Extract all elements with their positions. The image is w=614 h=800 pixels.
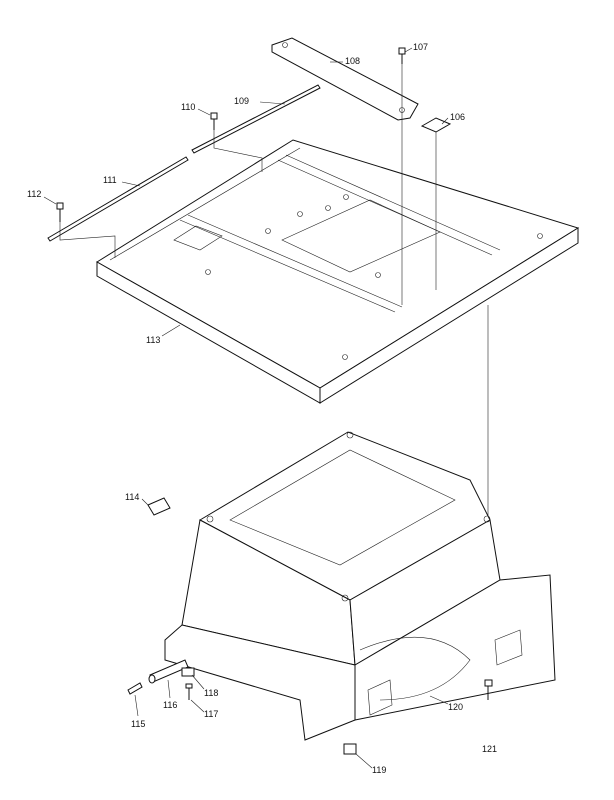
part-108-bracket — [271, 37, 419, 121]
callout-108: 108 — [345, 56, 360, 66]
part-110-screw — [210, 112, 218, 130]
part-121-screw — [484, 679, 493, 700]
callout-116: 116 — [163, 700, 177, 710]
callout-117: 117 — [204, 709, 218, 719]
callout-106: 106 — [450, 112, 465, 122]
callout-107: 107 — [413, 42, 428, 52]
callout-110: 110 — [181, 102, 195, 112]
callout-113: 113 — [146, 335, 160, 345]
part-115-pin — [127, 682, 143, 695]
part-120-base — [164, 431, 556, 741]
callout-118: 118 — [204, 688, 218, 698]
part-116-pin — [148, 659, 189, 684]
part-113-table — [96, 139, 580, 404]
part-119-foot — [343, 743, 357, 755]
leader-lines — [43, 47, 449, 769]
callout-109: 109 — [234, 96, 249, 106]
part-114-label — [147, 497, 171, 516]
part-112-screw — [56, 202, 64, 222]
callout-120: 120 — [448, 702, 463, 712]
callout-111: 111 — [103, 175, 117, 185]
callout-121: 121 — [482, 744, 497, 754]
callout-114: 114 — [125, 492, 139, 502]
part-117-screw — [185, 683, 193, 700]
part-107-screw — [398, 47, 406, 64]
part-111-rail — [47, 156, 189, 242]
part-118-block — [181, 667, 195, 677]
part-106-label — [420, 117, 452, 133]
callout-115: 115 — [131, 719, 145, 729]
callout-119: 119 — [372, 765, 386, 775]
callout-112: 112 — [27, 189, 41, 199]
part-109-rail — [191, 84, 321, 154]
